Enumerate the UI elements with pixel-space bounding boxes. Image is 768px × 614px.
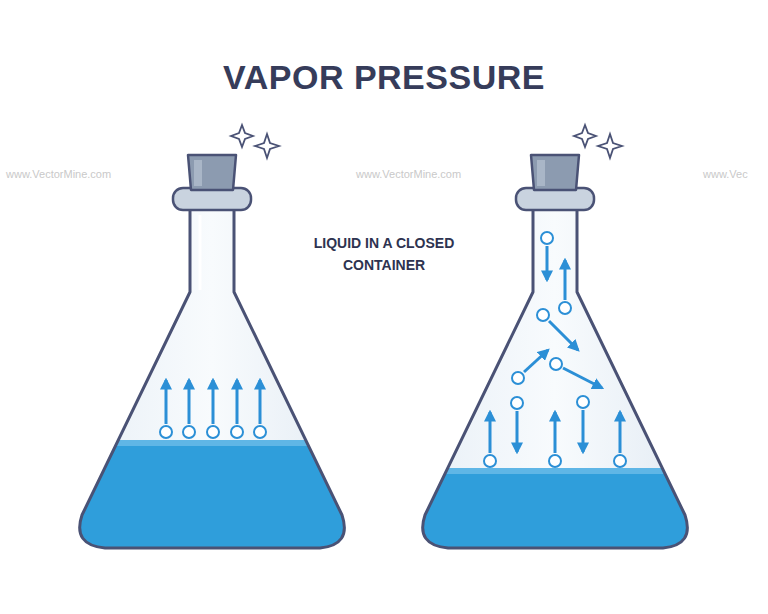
watermark: www.Vec	[703, 168, 765, 181]
diagram-title: VAPOR PRESSURE	[0, 58, 768, 97]
center-label: LIQUID IN A CLOSED CONTAINER	[284, 232, 484, 277]
watermark: www.VectorMine.com	[356, 168, 526, 181]
watermark: www.VectorMine.com	[6, 168, 176, 181]
flask-left	[60, 125, 360, 560]
flask-right	[400, 125, 700, 558]
